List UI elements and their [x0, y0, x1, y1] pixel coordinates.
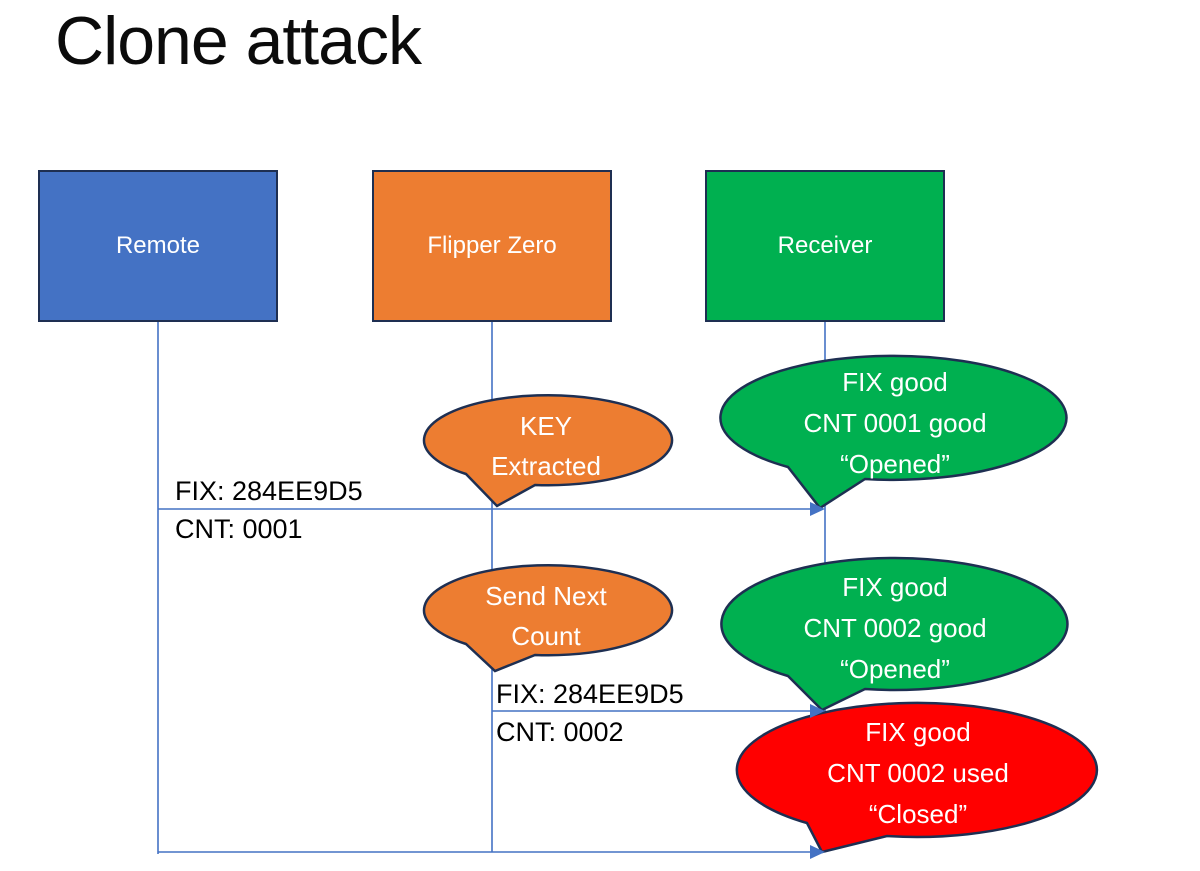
message-arrow-2-head	[810, 704, 825, 718]
actor-label-receiver: Receiver	[777, 232, 873, 259]
callout-shape-cnt0001-opened	[719, 354, 1068, 510]
message-1-label-fix: FIX: 284EE9D5	[175, 476, 363, 506]
message-arrow-3-head	[810, 845, 825, 859]
message-arrow-1-head	[810, 502, 825, 516]
actor-label-flipper-zero: Flipper Zero	[427, 232, 557, 259]
actor-label-remote: Remote	[115, 232, 201, 259]
actor-box-receiver: Receiver	[705, 170, 945, 322]
callout-shape-send-next-count	[422, 564, 674, 673]
message-1-label-cnt: CNT: 0001	[175, 514, 303, 544]
message-2-label-fix: FIX: 284EE9D5	[496, 679, 684, 709]
callout-shape-key-extracted	[422, 394, 674, 508]
callout-shape-cnt0002-opened	[720, 556, 1069, 712]
actor-box-flipper-zero: Flipper Zero	[372, 170, 612, 322]
slide-title: Clone attack	[55, 3, 422, 79]
callout-shape-cnt0002-closed	[735, 701, 1099, 854]
actor-box-remote: Remote	[38, 170, 278, 322]
message-2-label-cnt: CNT: 0002	[496, 717, 624, 747]
